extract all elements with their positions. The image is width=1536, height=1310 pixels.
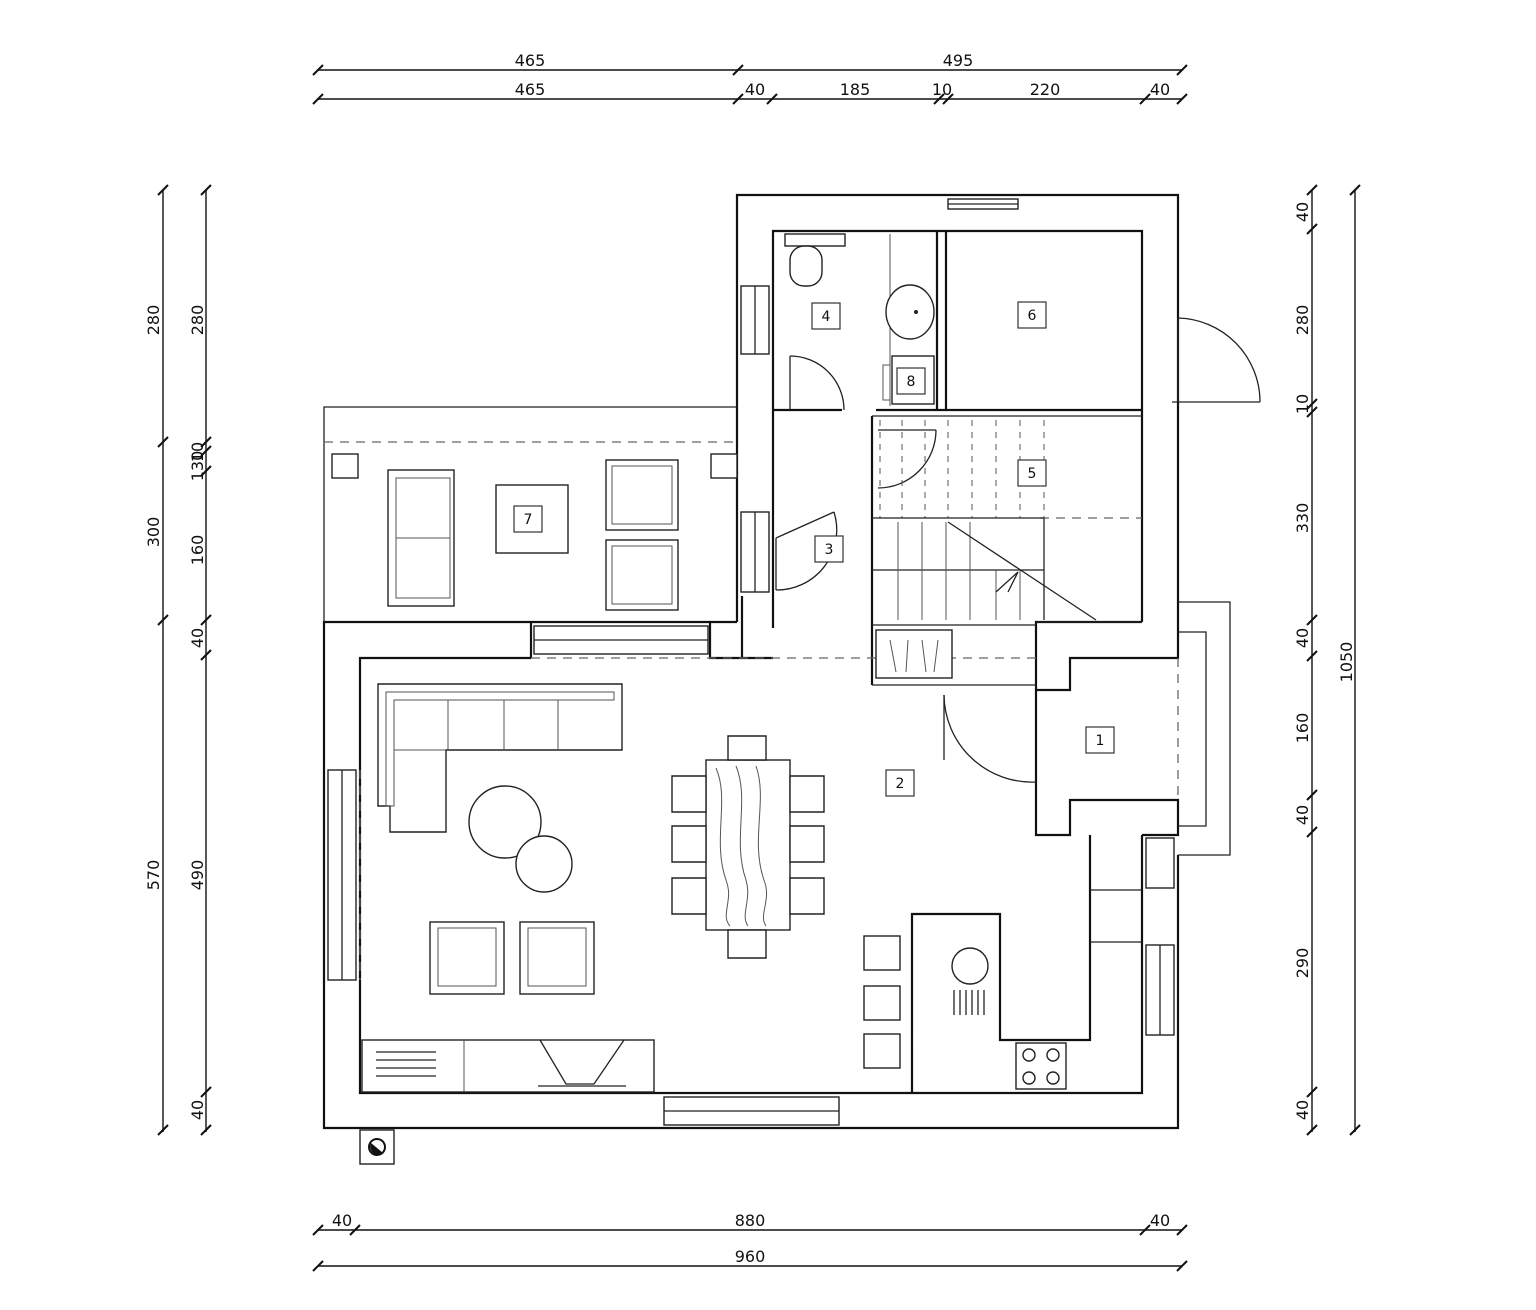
living-furniture <box>361 683 655 1093</box>
dim-right-inner-40d: 40 <box>1293 1100 1312 1120</box>
dining-table <box>705 759 791 931</box>
dim-bottom-1-40a: 40 <box>332 1211 352 1230</box>
bar-stool-2 <box>863 985 901 1021</box>
room-number-2: 2 <box>896 776 905 792</box>
room-number-4: 4 <box>822 309 831 325</box>
planter-left <box>331 453 359 479</box>
staircase <box>872 420 1097 621</box>
dim-top-2-465: 465 <box>515 80 546 99</box>
dim-top-2-185: 185 <box>840 80 871 99</box>
dim-right-inner-10: 10 <box>1293 394 1312 414</box>
dim-left-outer-570: 570 <box>144 860 163 891</box>
dim-right-outer-1050: 1050 <box>1337 642 1356 683</box>
planter-right <box>710 453 738 479</box>
dim-bottom-1-40b: 40 <box>1150 1211 1170 1230</box>
dim-top-2-40a: 40 <box>745 80 765 99</box>
dim-left-inner-490: 490 <box>188 860 207 891</box>
toilet-bowl <box>789 245 823 287</box>
dim-bottom-2-960: 960 <box>735 1247 766 1266</box>
room-number-7: 7 <box>524 512 533 528</box>
dim-left-inner-40a: 40 <box>188 628 207 648</box>
dimension-lines: 465 495 465 40 185 10 220 40 40 880 40 9… <box>144 51 1361 1272</box>
dim-left-outer-280: 280 <box>144 305 163 336</box>
outdoor-chair-2 <box>605 539 679 611</box>
terrace-furniture <box>331 453 738 611</box>
dim-top-1-495: 495 <box>943 51 974 70</box>
dim-right-inner-40b: 40 <box>1293 628 1312 648</box>
dim-bottom-1-880: 880 <box>735 1211 766 1230</box>
dim-top-2-220: 220 <box>1030 80 1061 99</box>
corner-sofa <box>377 683 623 833</box>
dim-top-1-465: 465 <box>515 51 546 70</box>
room-labels: 1 2 3 4 5 6 7 8 <box>513 301 1115 797</box>
dim-right-inner-40c: 40 <box>1293 805 1312 825</box>
toilet-cistern <box>784 233 846 247</box>
dim-left-inner-160: 160 <box>188 535 207 566</box>
washbasin <box>885 284 935 340</box>
dim-left-inner-10: 10 <box>188 442 207 462</box>
doors <box>775 317 1261 783</box>
tv-unit <box>361 1039 655 1093</box>
room-number-6: 6 <box>1028 308 1037 324</box>
bar-stool-1 <box>863 935 901 971</box>
cooktop <box>1015 1042 1067 1090</box>
dim-right-inner-160: 160 <box>1293 713 1312 744</box>
dining-furniture <box>671 735 825 959</box>
dim-left-inner-40b: 40 <box>188 1100 207 1120</box>
exterior-tap-icon <box>359 1129 395 1165</box>
kitchen-furniture <box>863 629 1142 1090</box>
dim-left-inner-280: 280 <box>188 305 207 336</box>
room-number-5: 5 <box>1028 466 1037 482</box>
room-number-3: 3 <box>825 542 834 558</box>
room-number-8: 8 <box>907 374 916 390</box>
armchair-1 <box>429 921 505 995</box>
dim-left-inner-130: 130 <box>188 451 207 482</box>
dim-top-2-40b: 40 <box>1150 80 1170 99</box>
outdoor-chair-1 <box>605 459 679 531</box>
kitchen-sink <box>951 947 989 985</box>
coffee-table-small <box>515 835 573 893</box>
bar-stool-3 <box>863 1033 901 1069</box>
coffee-table-large <box>468 785 542 859</box>
dim-right-inner-290: 290 <box>1293 948 1312 979</box>
dim-left-outer-300: 300 <box>144 517 163 548</box>
room-number-1: 1 <box>1096 733 1105 749</box>
dim-right-inner-330: 330 <box>1293 503 1312 534</box>
walls <box>322 193 1231 1130</box>
dim-right-inner-280: 280 <box>1293 305 1312 336</box>
wardrobe <box>875 629 953 679</box>
dim-top-2-10: 10 <box>932 80 952 99</box>
armchair-2 <box>519 921 595 995</box>
dim-right-inner-40a: 40 <box>1293 202 1312 222</box>
windows <box>327 198 1175 1126</box>
